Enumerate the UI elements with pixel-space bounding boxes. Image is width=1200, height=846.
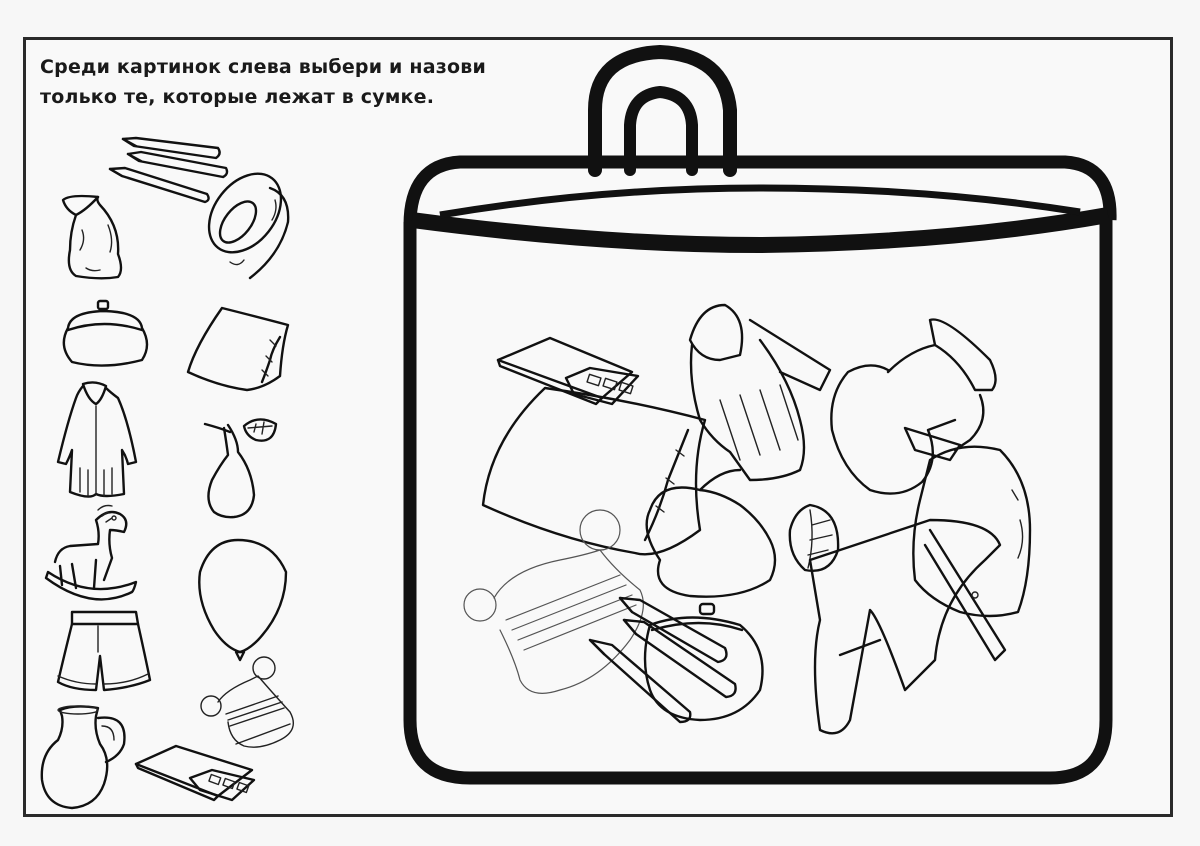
left-item-shorts[interactable] (55, 608, 153, 694)
left-item-winter-hat[interactable] (198, 654, 300, 750)
left-item-sack[interactable] (58, 192, 128, 282)
left-item-balloon[interactable] (196, 536, 290, 664)
left-item-pillow[interactable] (185, 305, 293, 395)
left-item-jug[interactable] (38, 700, 130, 812)
left-item-pear[interactable] (200, 410, 280, 522)
instructions-text: Среди картинок слева выбери и назови тол… (40, 52, 560, 112)
left-item-tape-roll[interactable] (205, 182, 295, 282)
instructions-line-2: только те, которые лежат в сумке. (40, 86, 435, 108)
left-item-purse[interactable] (58, 298, 153, 370)
left-item-chocolate-bar[interactable] (132, 742, 258, 806)
left-item-coat[interactable] (55, 380, 140, 502)
left-item-rocking-horse[interactable] (42, 502, 142, 612)
instructions-line-1: Среди картинок слева выбери и назови (40, 56, 486, 78)
